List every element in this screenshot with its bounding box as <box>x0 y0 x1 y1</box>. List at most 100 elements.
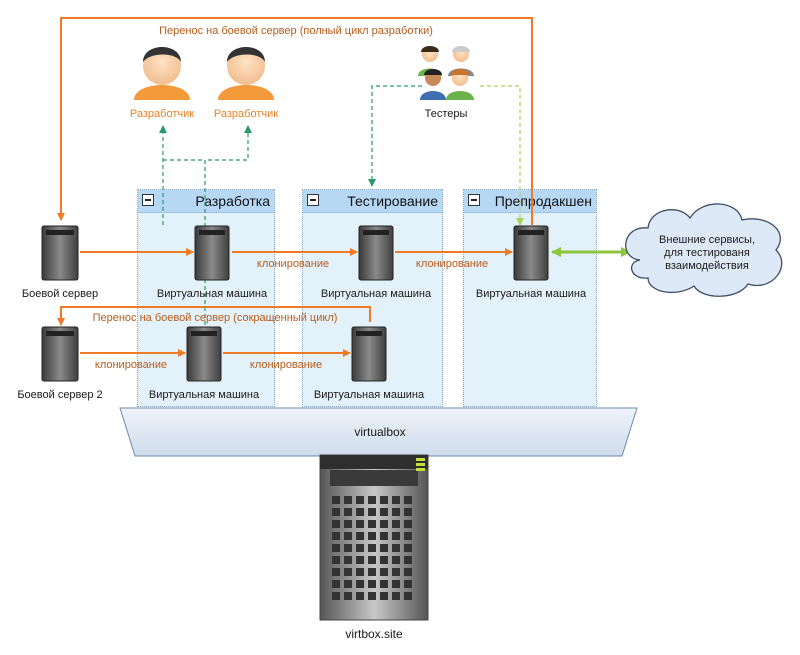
server-vent-hole <box>344 580 352 588</box>
server-vent-hole <box>368 544 376 552</box>
server-vent-hole <box>368 568 376 576</box>
server-vent-hole <box>344 544 352 552</box>
server-vent-hole <box>356 520 364 528</box>
server-vent-hole <box>332 556 340 564</box>
minus-box-icon[interactable] <box>307 194 319 206</box>
server-vent-hole <box>332 520 340 528</box>
vm-label: Виртуальная машина <box>320 288 432 300</box>
server-vent-hole <box>392 496 400 504</box>
server-vent-hole <box>368 580 376 588</box>
server-vent-hole <box>392 520 400 528</box>
server-vent-hole <box>380 520 388 528</box>
server-vent-hole <box>344 532 352 540</box>
clone-label: клонирование <box>415 258 489 270</box>
server-vent-hole <box>332 496 340 504</box>
server-vent-hole <box>404 592 412 600</box>
lane-header: Разработка <box>138 190 274 213</box>
server-vent-hole <box>368 520 376 528</box>
prod-server-2-label: Боевой сервер 2 <box>17 389 103 401</box>
server-vent-hole <box>380 508 388 516</box>
server-vent-hole <box>392 592 400 600</box>
server-vent-hole <box>356 568 364 576</box>
server-vent-hole <box>380 496 388 504</box>
server-vent-hole <box>344 508 352 516</box>
server-vent-hole <box>404 544 412 552</box>
server-vent-hole <box>392 556 400 564</box>
server-vent-hole <box>344 520 352 528</box>
minus-box-icon[interactable] <box>142 194 154 206</box>
server-vent-hole <box>404 520 412 528</box>
server-vent-hole <box>392 532 400 540</box>
lane-title: Препродакшен <box>494 193 592 209</box>
server-vent-hole <box>404 508 412 516</box>
server-vent-hole <box>404 568 412 576</box>
server-vent-hole <box>380 580 388 588</box>
clone-label: клонирование <box>249 359 323 371</box>
server-vent-hole <box>404 496 412 504</box>
vm-label: Виртуальная машина <box>313 389 425 401</box>
server-icon <box>513 225 549 281</box>
lane-header: Тестирование <box>303 190 442 213</box>
server-vent-hole <box>368 592 376 600</box>
server-vent-hole <box>380 568 388 576</box>
server-icon <box>351 326 387 382</box>
minus-box-icon[interactable] <box>468 194 480 206</box>
developer-icon <box>134 47 190 100</box>
server-vent-hole <box>404 556 412 564</box>
server-vent-hole <box>380 556 388 564</box>
server-icon <box>41 326 79 382</box>
server-vent-hole <box>344 592 352 600</box>
server-vent-hole <box>356 544 364 552</box>
server-vent-hole <box>332 580 340 588</box>
server-vent-hole <box>356 532 364 540</box>
developer-label: Разработчик <box>213 108 279 120</box>
transfer-short-label: Перенос на боевой сервер (сокращенный ци… <box>92 312 338 324</box>
server-vent-hole <box>344 568 352 576</box>
server-icon <box>41 225 79 281</box>
clone-label: клонирование <box>256 258 330 270</box>
server-vent-hole <box>380 532 388 540</box>
server-vent-hole <box>332 568 340 576</box>
server-icon <box>194 225 230 281</box>
server-vent-hole <box>344 496 352 504</box>
server-vent-hole <box>392 508 400 516</box>
prod-server-label: Боевой сервер <box>21 288 99 300</box>
host-server-icon <box>319 454 429 621</box>
server-vent-hole <box>404 580 412 588</box>
virtualbox-label: virtualbox <box>354 425 406 439</box>
lane-preproduction: Препродакшен <box>463 189 597 407</box>
server-vent-hole <box>392 580 400 588</box>
server-vent-hole <box>356 508 364 516</box>
server-vent-hole <box>404 532 412 540</box>
external-services-label: Внешние сервисы, для тестированя взаимод… <box>659 234 755 272</box>
server-vent-hole <box>380 544 388 552</box>
developer-icon <box>218 47 274 100</box>
server-vent-hole <box>356 592 364 600</box>
server-vent-hole <box>368 532 376 540</box>
virtualbox-layer <box>119 407 638 457</box>
server-vent-hole <box>332 592 340 600</box>
server-icon <box>186 326 222 382</box>
server-vent-hole <box>368 556 376 564</box>
testers-label: Тестеры <box>424 108 468 120</box>
server-vent-hole <box>356 496 364 504</box>
transfer-full-label: Перенос на боевой сервер (полный цикл ра… <box>159 25 433 37</box>
server-vent-hole <box>356 556 364 564</box>
server-vent-hole <box>392 544 400 552</box>
testers-group-icon <box>418 46 474 100</box>
clone-label: клонирование <box>94 359 168 371</box>
server-vent-hole <box>332 544 340 552</box>
server-vent-hole <box>332 532 340 540</box>
cloud-icon <box>625 203 783 297</box>
server-vent-hole <box>368 496 376 504</box>
server-vent-hole <box>332 508 340 516</box>
server-vent-hole <box>344 556 352 564</box>
vm-label: Виртуальная машина <box>475 288 587 300</box>
vm-label: Виртуальная машина <box>156 288 268 300</box>
lane-title: Тестирование <box>347 193 438 209</box>
server-vent-hole <box>392 568 400 576</box>
server-vent-hole <box>368 508 376 516</box>
host-label: virtbox.site <box>345 627 403 641</box>
vm-label: Виртуальная машина <box>148 389 260 401</box>
